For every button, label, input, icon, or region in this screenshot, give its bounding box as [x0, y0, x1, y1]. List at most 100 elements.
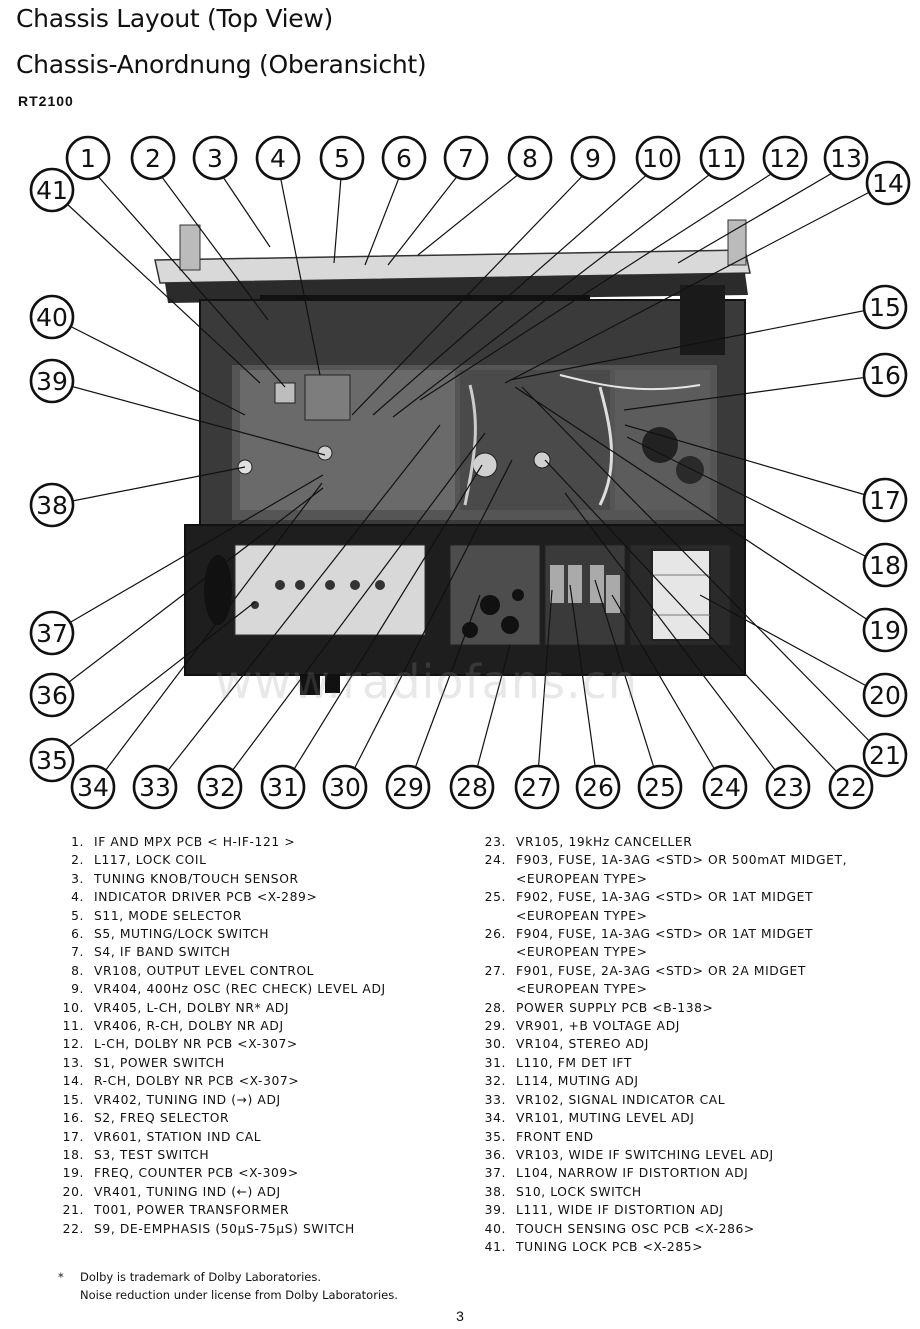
legend-text: POWER SUPPLY PCB <B-138> [516, 1000, 714, 1015]
legend-item: 31.L110, FM DET IFT [480, 1054, 910, 1072]
callout-36: 36 [29, 672, 75, 718]
callout-number: 32 [204, 773, 236, 802]
legend-number: 25. [484, 890, 506, 905]
callout-22: 22 [828, 764, 874, 810]
callout-circle [762, 135, 808, 181]
legend-text: VR102, SIGNAL INDICATOR CAL [516, 1092, 726, 1107]
legend-number: 38. [484, 1184, 506, 1199]
callout-circle [70, 764, 116, 810]
callout-31: 31 [260, 764, 306, 810]
legend-text: F903, FUSE, 1A-3AG <STD> OR 500mAT MIDGE… [516, 853, 848, 868]
callout-41: 41 [29, 167, 75, 213]
legend-item: 29.VR901, +B VOLTAGE ADJ [480, 1017, 910, 1035]
legend-item: 28.POWER SUPPLY PCB <B-138> [480, 999, 910, 1017]
page-number: 3 [456, 1308, 464, 1324]
legend-number: 13. [62, 1055, 84, 1070]
legend-text: VR402, TUNING IND (→) ADJ [94, 1092, 281, 1107]
legend-item: 24. F903, FUSE, 1A-3AG <STD> OR 500mAT MI… [480, 851, 910, 869]
callout-number: 8 [522, 144, 538, 173]
callout-circle [862, 542, 908, 588]
legend-text: VR103, WIDE IF SWITCHING LEVEL ADJ [516, 1147, 774, 1162]
legend-item: 5. S11, MODE SELECTOR [58, 907, 468, 925]
callout-circle [865, 160, 911, 206]
legend-text: VR105, 19kHz CANCELLER [516, 835, 693, 849]
legend-number: 26. [484, 927, 506, 942]
callout-number: 38 [36, 491, 68, 520]
callout-circle [65, 135, 111, 181]
legend-item: 40.TOUCH SENSING OSC PCB <X-286> [480, 1220, 910, 1238]
legend-number: 31. [484, 1055, 506, 1070]
legend-number [480, 870, 506, 888]
legend-number: 11. [62, 1019, 84, 1034]
legend-number: 15. [62, 1092, 84, 1107]
callout-number: 14 [872, 169, 904, 198]
callout-circle [862, 477, 908, 523]
legend-number: 9. [71, 982, 84, 997]
callout-circle [765, 764, 811, 810]
legend-number: 10. [62, 1000, 84, 1015]
legend-number: 23. [484, 835, 506, 849]
callout-circle [702, 764, 748, 810]
callout-number: 25 [644, 773, 676, 802]
legend-number: 24. [484, 853, 506, 868]
callout-number: 4 [270, 144, 286, 173]
callout-10: 10 [635, 135, 681, 181]
legend-number: 4. [71, 890, 84, 905]
legend-item: 39.L111, WIDE IF DISTORTION ADJ [480, 1201, 910, 1219]
legend-number: 17. [62, 1129, 84, 1144]
legend-number: 3. [71, 871, 84, 886]
legend-number: 36. [484, 1147, 506, 1162]
callout-number: 35 [36, 746, 68, 775]
callout-21: 21 [862, 732, 908, 778]
callout-number: 16 [869, 361, 901, 390]
callout-17: 17 [862, 477, 908, 523]
legend-item: 15. VR402, TUNING IND (→) ADJ [58, 1091, 468, 1109]
callout-number: 34 [77, 773, 109, 802]
legend-item: 9.VR404, 400Hz OSC (REC CHECK) LEVEL ADJ [58, 980, 468, 998]
callout-4: 4 [255, 135, 301, 181]
callout-number: 10 [642, 144, 674, 173]
legend-number: 32. [484, 1074, 506, 1089]
callout-circle [570, 135, 616, 181]
legend-number: 7. [71, 945, 84, 960]
legend-text: INDICATOR DRIVER PCB <X-289> [94, 890, 318, 905]
page-title: Chassis Layout (Top View) [16, 4, 333, 33]
callout-27: 27 [514, 764, 560, 810]
legend-number [480, 980, 506, 998]
legend-item: 23. VR105, 19kHz CANCELLER [480, 833, 910, 851]
callout-number: 37 [36, 619, 68, 648]
callout-26: 26 [575, 764, 621, 810]
legend-item: 18.S3, TEST SWITCH [58, 1146, 468, 1164]
legend-text: <EUROPEAN TYPE> [516, 871, 648, 886]
footnote-line-1: Dolby is trademark of Dolby Laboratories… [80, 1270, 321, 1284]
legend-item: 41.TUNING LOCK PCB <X-285> [480, 1238, 910, 1256]
legend-text: L117, LOCK COIL [94, 853, 207, 868]
legend-item: 4. INDICATOR DRIVER PCB <X-289> [58, 888, 468, 906]
callout-number: 12 [769, 144, 801, 173]
legend-item: <EUROPEAN TYPE> [480, 870, 910, 888]
callout-number: 40 [36, 303, 68, 332]
legend-item: 12.L-CH, DOLBY NR PCB <X-307> [58, 1035, 468, 1053]
callout-number: 9 [585, 144, 601, 173]
legend-number: 14. [62, 1074, 84, 1089]
legend-text: TUNING KNOB/TOUCH SENSOR [94, 871, 299, 886]
leader-lines [51, 164, 884, 788]
legend-text: S5, MUTING/LOCK SWITCH [94, 927, 270, 942]
legend-number: 19. [62, 1166, 84, 1181]
callout-number: 3 [207, 144, 223, 173]
legend-text: S11, MODE SELECTOR [94, 908, 243, 923]
legend-number: 16. [62, 1111, 84, 1126]
callout-number: 19 [869, 616, 901, 645]
legend-item: 25.F902, FUSE, 1A-3AG <STD> OR 1AT MIDGE… [480, 888, 910, 906]
callout-30: 30 [322, 764, 368, 810]
legend-text: VR405, L-CH, DOLBY NR* ADJ [94, 1000, 290, 1015]
legend-number: 33. [484, 1092, 506, 1107]
callout-14: 14 [865, 160, 911, 206]
callout-40: 40 [29, 294, 75, 340]
callout-circle [130, 135, 176, 181]
callout-number: 13 [830, 144, 862, 173]
callout-number: 6 [396, 144, 412, 173]
legend-text: L111, WIDE IF DISTORTION ADJ [516, 1203, 724, 1218]
callout-circle [29, 294, 75, 340]
legend-number: 5. [71, 908, 84, 923]
